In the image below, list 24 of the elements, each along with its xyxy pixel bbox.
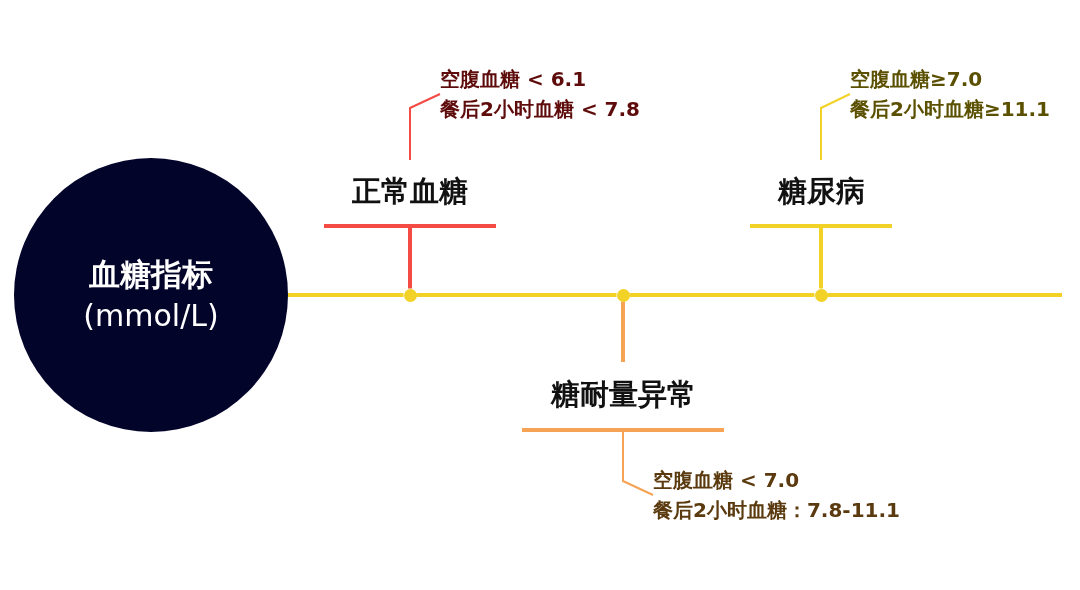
leader-line (820, 93, 851, 161)
criterion-text: 餐后2小时血糖 < 7.8 (440, 96, 641, 123)
leader-line (622, 431, 654, 496)
unit-label: (mmol/L) (83, 297, 219, 335)
circle-title: 血糖指标 (89, 255, 213, 294)
criterion-text: 空腹血糖 < 7.0 (653, 467, 801, 494)
timeline-line (827, 293, 1062, 297)
timeline-line (288, 293, 404, 297)
underlined-heading: 正常血糖 (324, 160, 496, 228)
junction-dot (616, 288, 630, 302)
leader-line (409, 93, 441, 161)
junction-dot (814, 288, 828, 302)
timeline-line (629, 293, 815, 297)
connector-line (819, 228, 823, 289)
criterion-text: 餐后2小时血糖：7.8-11.1 (653, 497, 900, 524)
connector-line (621, 301, 625, 362)
underlined-heading: 糖尿病 (750, 160, 892, 228)
criterion-text: 空腹血糖≥7.0 (850, 66, 984, 93)
underlined-heading: 糖耐量异常 (522, 362, 724, 432)
criterion-text: 空腹血糖 < 6.1 (440, 66, 588, 93)
timeline-line (416, 293, 617, 297)
criterion-text: 餐后2小时血糖≥11.1 (850, 96, 1051, 123)
junction-dot (403, 288, 417, 302)
connector-line (408, 228, 412, 289)
